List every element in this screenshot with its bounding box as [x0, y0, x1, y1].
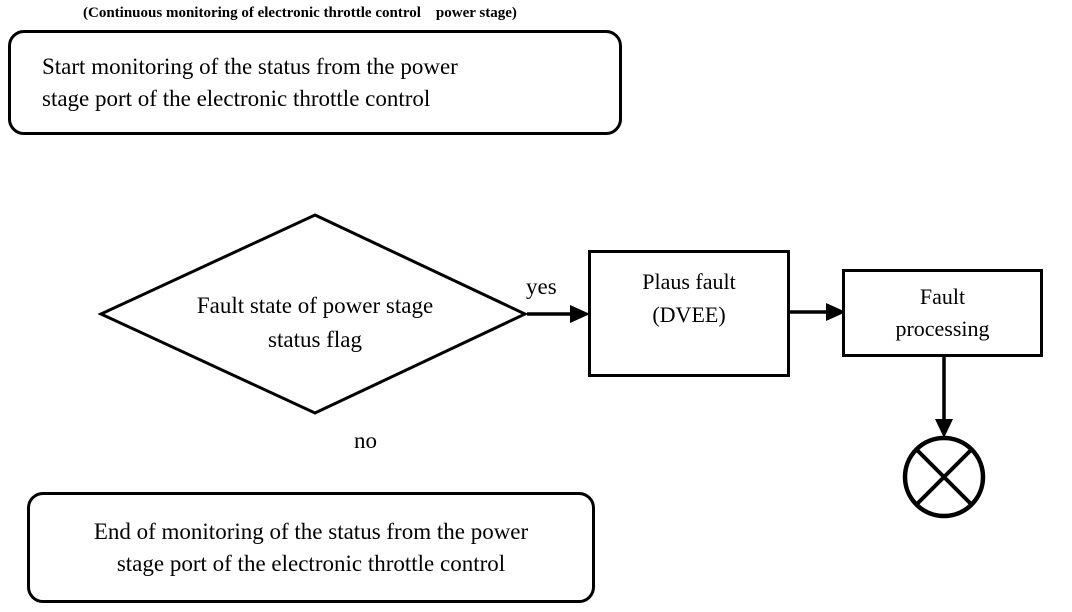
no-edge-label: no [354, 428, 377, 453]
plaus-to-fault-arrow [790, 303, 846, 321]
start-node-line1: Start monitoring of the status from the … [42, 54, 458, 79]
diagram-title: (Continuous monitoring of electronic thr… [83, 5, 517, 21]
fault-to-terminator-arrow [935, 357, 953, 438]
fault-processing-line1: Fault [919, 284, 966, 309]
fault-processing-node: Fault processing [842, 269, 1043, 357]
decision-label-line2: status flag [268, 327, 362, 352]
end-node-line2: stage port of the electronic throttle co… [116, 551, 506, 576]
start-node-line2: stage port of the electronic throttle co… [42, 86, 431, 111]
decision-diamond-shape [97, 213, 529, 415]
decision-label-line1: Fault state of power stage [196, 293, 434, 318]
end-node-line1: End of monitoring of the status from the… [93, 519, 529, 544]
plaus-fault-line1: Plaus fault [642, 269, 736, 294]
circle-x-terminator-icon [902, 435, 986, 519]
end-node: End of monitoring of the status from the… [27, 492, 595, 603]
plaus-fault-line2: (DVEE) [652, 302, 726, 327]
decision-node-label: Fault state of power stage status flag [115, 289, 515, 357]
start-node: Start monitoring of the status from the … [8, 30, 622, 135]
fault-processing-line2: processing [895, 316, 990, 341]
yes-arrow [527, 305, 590, 323]
yes-edge-label: yes [526, 274, 557, 299]
plaus-fault-node: Plaus fault (DVEE) [588, 250, 790, 377]
